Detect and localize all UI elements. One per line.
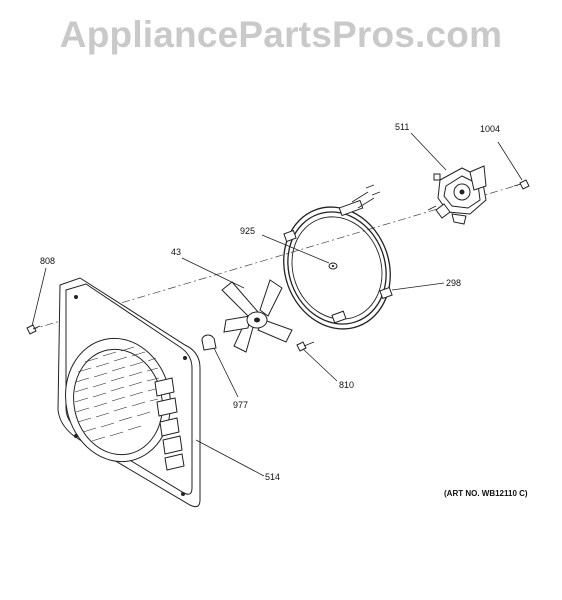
leader-511 — [410, 132, 447, 171]
part-label-810: 810 — [339, 380, 354, 390]
heating-element-ring — [283, 184, 393, 330]
cover-screw-hole — [74, 434, 78, 438]
leader-43 — [181, 257, 245, 289]
leader-1004 — [497, 141, 523, 181]
convection-fan-blade — [221, 279, 293, 353]
part-label-977: 977 — [233, 400, 248, 410]
part-label-808: 808 — [40, 256, 55, 266]
screw-808 — [26, 324, 41, 335]
screw-810 — [296, 341, 315, 352]
leader-810 — [302, 348, 338, 382]
watermark-logo: AppliancePartsPros.com — [59, 14, 503, 55]
convection-fan-cover — [57, 277, 201, 508]
leader-808 — [31, 267, 47, 327]
part-label-511: 511 — [395, 122, 409, 132]
part-label-1004: 1004 — [480, 124, 500, 134]
leader-298 — [391, 282, 445, 291]
nut-977 — [201, 334, 217, 351]
screw-1004 — [513, 179, 530, 190]
part-label-514: 514 — [265, 472, 280, 482]
cover-grill-slots — [74, 346, 160, 442]
leader-977 — [213, 347, 239, 398]
leader-925 — [261, 234, 330, 264]
leader-514 — [195, 439, 265, 477]
cover-screw-hole — [183, 356, 187, 360]
cover-side-vents — [154, 377, 185, 471]
part-label-925: 925 — [240, 226, 255, 236]
art-number: (ART NO. WB12110 C) — [444, 489, 528, 498]
part-label-43: 43 — [171, 247, 181, 257]
convection-fan-motor — [427, 165, 487, 225]
washer-925 — [328, 262, 338, 270]
cover-screw-hole — [74, 295, 78, 299]
part-label-298: 298 — [446, 278, 461, 288]
cover-screw-hole — [181, 492, 185, 496]
